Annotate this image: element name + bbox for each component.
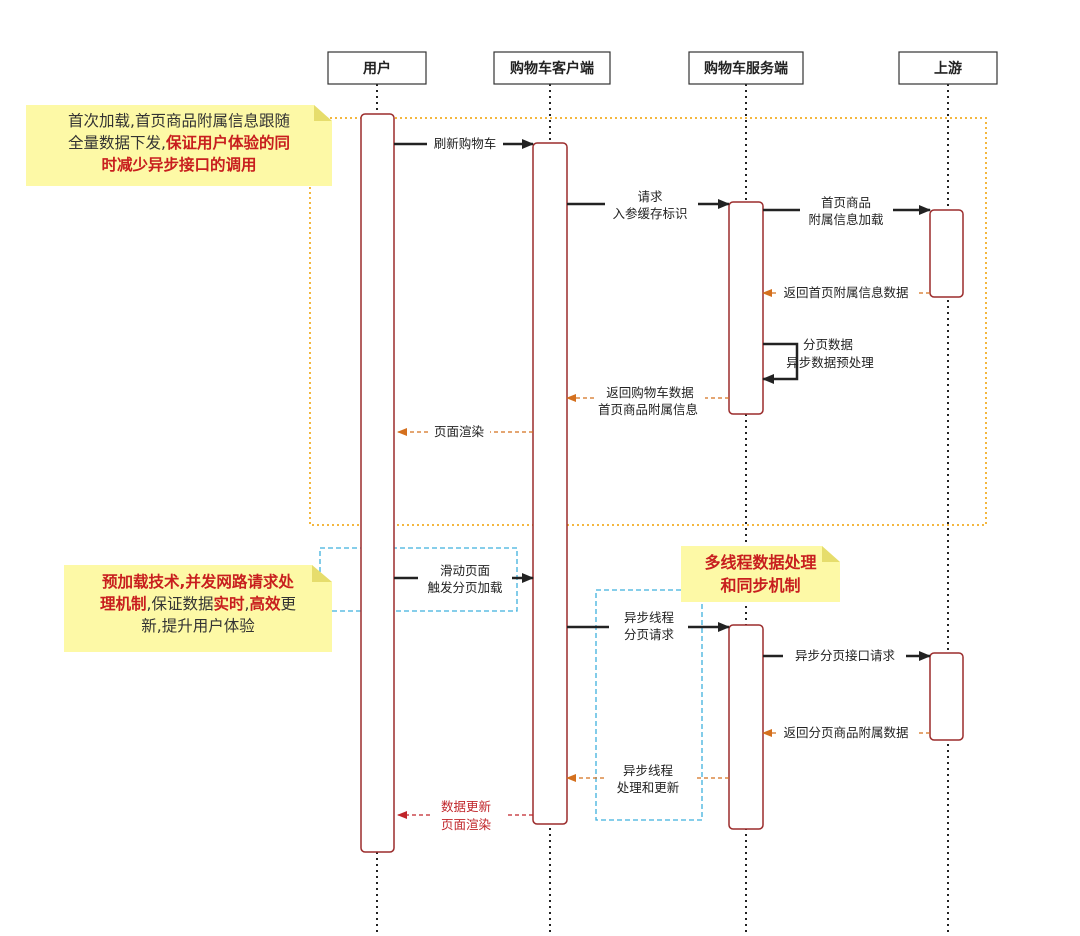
svg-text:异步线程: 异步线程: [624, 610, 675, 625]
svg-text:返回首页附属信息数据: 返回首页附属信息数据: [783, 285, 908, 300]
note2-line2-highlight-b: 实时: [213, 595, 245, 613]
note1-line2-plain: 全量数据下发,: [68, 134, 166, 152]
note3-line1: 多线程数据处理: [704, 553, 817, 572]
svg-text:触发分页加载: 触发分页加载: [427, 580, 503, 595]
note2-line1-highlight: 预加载技术,并发网路请求处: [102, 573, 294, 591]
note2-line3-plain: 新,提升用户体验: [141, 617, 255, 635]
message-return-cart-data: 返回购物车数据 首页商品附属信息: [566, 385, 729, 417]
actor-upstream: 上游: [898, 51, 998, 85]
svg-text:返回购物车数据: 返回购物车数据: [606, 385, 694, 400]
note1-line3-highlight: 时减少异步接口的调用: [101, 156, 257, 174]
svg-text:滑动页面: 滑动页面: [440, 563, 490, 578]
note-multithread-shape: [681, 546, 840, 602]
note2-line2-plain-b: ,: [244, 595, 250, 613]
svg-text:异步分页接口请求: 异步分页接口请求: [795, 648, 896, 663]
note-preload-shape: [64, 565, 332, 652]
svg-text:附属信息加载: 附属信息加载: [808, 212, 884, 227]
svg-text:刷新购物车: 刷新购物车: [434, 136, 497, 151]
note2-line2-plain-a: ,保证数据: [146, 595, 214, 613]
message-async-page-request: 异步线程 分页请求: [567, 610, 730, 642]
svg-text:入参缓存标识: 入参缓存标识: [612, 206, 687, 221]
note2-line2-plain-c: 更: [280, 595, 296, 613]
note-first-load: 首次加载,首页商品附属信息跟随 全量数据下发,保证用户体验的同 时减少异步接口的…: [28, 110, 330, 176]
note1-line1: 首次加载,首页商品附属信息跟随: [68, 112, 290, 130]
svg-text:异步线程: 异步线程: [623, 763, 674, 778]
svg-text:请求: 请求: [637, 189, 663, 204]
note-preload: 预加载技术,并发网路请求处 理机制,保证数据实时,高效更 新,提升用户体验: [66, 571, 330, 637]
svg-text:购物车客户端: 购物车客户端: [510, 60, 594, 77]
note1-line2-highlight: 保证用户体验的同: [165, 134, 290, 152]
svg-text:页面渲染: 页面渲染: [441, 817, 492, 832]
svg-text:用户: 用户: [363, 60, 391, 77]
note-first-load-shape: [26, 105, 332, 186]
svg-text:数据更新: 数据更新: [441, 799, 491, 814]
actor-client: 购物车客户端: [493, 51, 611, 85]
actor-server: 购物车服务端: [688, 51, 804, 85]
message-return-first-page-data: 返回首页附属信息数据: [762, 285, 930, 300]
svg-text:购物车服务端: 购物车服务端: [704, 60, 788, 77]
message-refresh-cart: 刷新购物车: [394, 136, 534, 151]
actor-user: 用户: [327, 51, 427, 85]
message-data-update-render: 数据更新 页面渲染: [397, 799, 533, 832]
message-return-page-data: 返回分页商品附属数据: [762, 725, 930, 740]
message-paging-preprocess: 分页数据 异步数据预处理: [762, 337, 874, 384]
activation-upstream-2: [929, 652, 964, 741]
activation-upstream-1: [929, 209, 964, 298]
svg-text:处理和更新: 处理和更新: [617, 780, 680, 795]
message-first-page-load: 首页商品 附属信息加载: [763, 195, 931, 227]
activation-user: [360, 113, 395, 853]
svg-text:分页数据: 分页数据: [803, 337, 853, 352]
message-request: 请求 入参缓存标识: [567, 189, 730, 221]
svg-text:分页请求: 分页请求: [624, 627, 675, 642]
first-load-frame: [309, 117, 987, 526]
message-page-render: 页面渲染: [397, 424, 533, 439]
activation-server-1: [728, 201, 764, 415]
svg-text:页面渲染: 页面渲染: [434, 424, 485, 439]
note2-line2-highlight-a: 理机制: [100, 595, 147, 613]
svg-text:首页商品: 首页商品: [821, 195, 871, 210]
message-scroll-page: 滑动页面 触发分页加载: [394, 563, 534, 595]
activation-server-2: [728, 624, 764, 830]
note3-line2: 和同步机制: [720, 576, 801, 595]
activation-client: [532, 142, 568, 825]
message-async-process-update: 异步线程 处理和更新: [566, 763, 729, 795]
svg-text:上游: 上游: [934, 60, 962, 77]
svg-text:异步数据预处理: 异步数据预处理: [786, 355, 874, 370]
message-async-page-api: 异步分页接口请求: [763, 648, 931, 663]
svg-text:首页商品附属信息: 首页商品附属信息: [598, 402, 698, 417]
async-thread-frame: [595, 589, 703, 821]
note2-line2-highlight-c: 高效: [249, 595, 281, 613]
svg-text:返回分页商品附属数据: 返回分页商品附属数据: [783, 725, 908, 740]
note-multithread: 多线程数据处理 和同步机制: [683, 551, 838, 597]
